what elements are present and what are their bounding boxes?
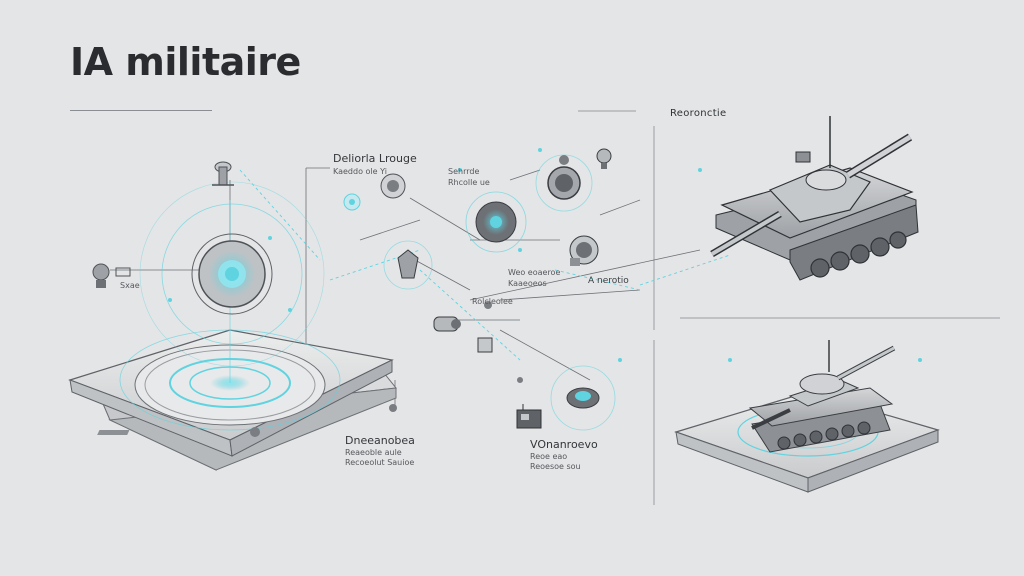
left-tag-label: Sxae <box>120 281 140 290</box>
bottom-mid-node <box>550 365 616 431</box>
radio-box-icon <box>516 404 542 429</box>
hud-dots <box>168 148 922 362</box>
center-gear-node <box>465 191 527 253</box>
compass-node <box>569 235 599 266</box>
left-radar-hologram <box>139 181 325 367</box>
node-a-label-2: Rhcolle ue <box>448 178 490 187</box>
bottom-left-sub2: Recoeolut Sauioe <box>345 458 415 467</box>
data-link-lines <box>239 169 731 361</box>
left-antenna-icon <box>212 161 234 186</box>
bottom-left-title: Dneeanobea <box>345 434 415 447</box>
page-title: IA militaire <box>70 40 301 84</box>
left-drone-icon <box>92 263 131 288</box>
tank-upper <box>710 116 919 281</box>
sensor-node-top <box>380 173 406 199</box>
top-right-header: Reoronctie <box>670 108 727 119</box>
bottom-mid-sub2: Reoesoe sou <box>530 462 581 471</box>
node-a-label-1: Sehrrde <box>448 167 480 176</box>
bottom-left-sub1: Reaeoble aule <box>345 448 402 457</box>
right-mid-label: A nerotio <box>588 276 629 286</box>
top-divider-lines <box>578 110 1000 505</box>
sensor-node-small <box>343 193 361 211</box>
hud-pin-icon <box>383 240 433 290</box>
mid-cluster-label: Weo eoaeroe <box>508 268 561 277</box>
canister-icon <box>433 316 461 332</box>
bottom-mid-title: VOnanroevo <box>530 438 598 451</box>
bottom-mid-sub1: Reoe eao <box>530 452 568 461</box>
center-top-sublabel: Kaeddo ole Yi <box>333 167 387 176</box>
mid-cluster-label-2: Kaaeoeos <box>508 279 547 288</box>
lower-mid-label: Rolcleolee <box>472 297 513 306</box>
top-right-icon <box>596 148 612 169</box>
center-top-label: Deliorla Lrouge <box>333 152 417 165</box>
top-gear-node <box>535 154 593 212</box>
small-cluster-icons <box>477 301 523 383</box>
tank-lower <box>748 340 896 453</box>
left-platform <box>68 200 397 471</box>
title-divider <box>70 110 212 111</box>
